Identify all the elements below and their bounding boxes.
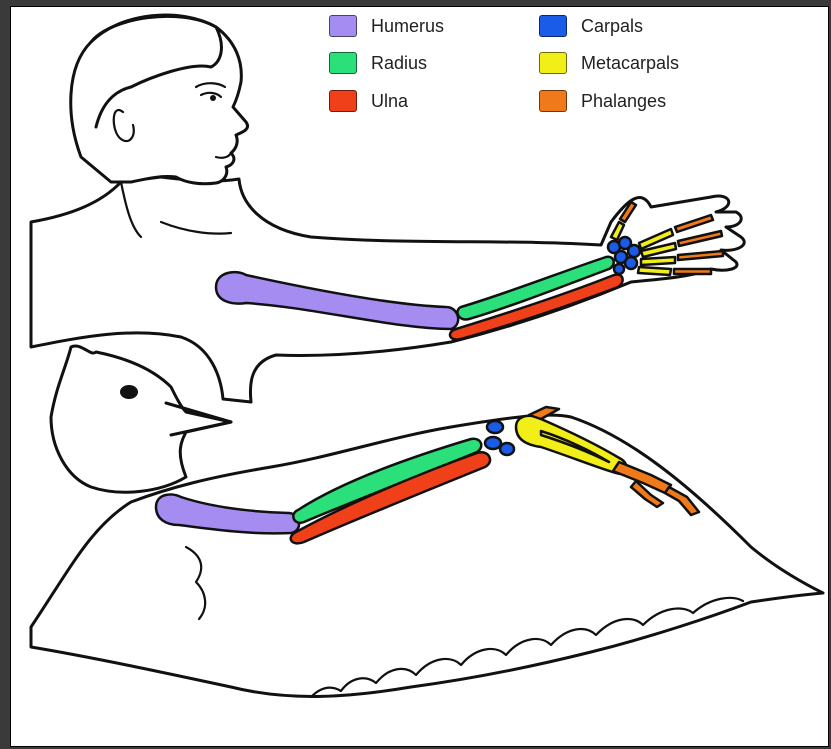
legend-item-metacarpals: Metacarpals bbox=[539, 52, 679, 74]
human-pupil bbox=[210, 95, 216, 101]
phalanges-swatch bbox=[539, 90, 567, 112]
legend-label: Metacarpals bbox=[581, 52, 679, 74]
bird-eye bbox=[120, 385, 138, 399]
bird-figure bbox=[31, 346, 823, 697]
legend-label: Humerus bbox=[371, 15, 444, 37]
legend-label: Phalanges bbox=[581, 90, 666, 112]
legend-item-ulna: Ulna bbox=[329, 90, 408, 112]
homology-illustration bbox=[11, 7, 830, 748]
legend-item-phalanges: Phalanges bbox=[539, 90, 666, 112]
humerus-swatch bbox=[329, 15, 357, 37]
legend-label: Ulna bbox=[371, 90, 408, 112]
legend-label: Radius bbox=[371, 52, 427, 74]
legend-item-humerus: Humerus bbox=[329, 15, 444, 37]
ulna-swatch bbox=[329, 90, 357, 112]
bird-head bbox=[51, 346, 231, 492]
diagram-frame: Humerus Radius Ulna Carpals Metacarpals … bbox=[10, 6, 829, 747]
legend-item-carpals: Carpals bbox=[539, 15, 643, 37]
legend-item-radius: Radius bbox=[329, 52, 427, 74]
legend-label: Carpals bbox=[581, 15, 643, 37]
carpals-swatch bbox=[539, 15, 567, 37]
radius-swatch bbox=[329, 52, 357, 74]
metacarpals-swatch bbox=[539, 52, 567, 74]
